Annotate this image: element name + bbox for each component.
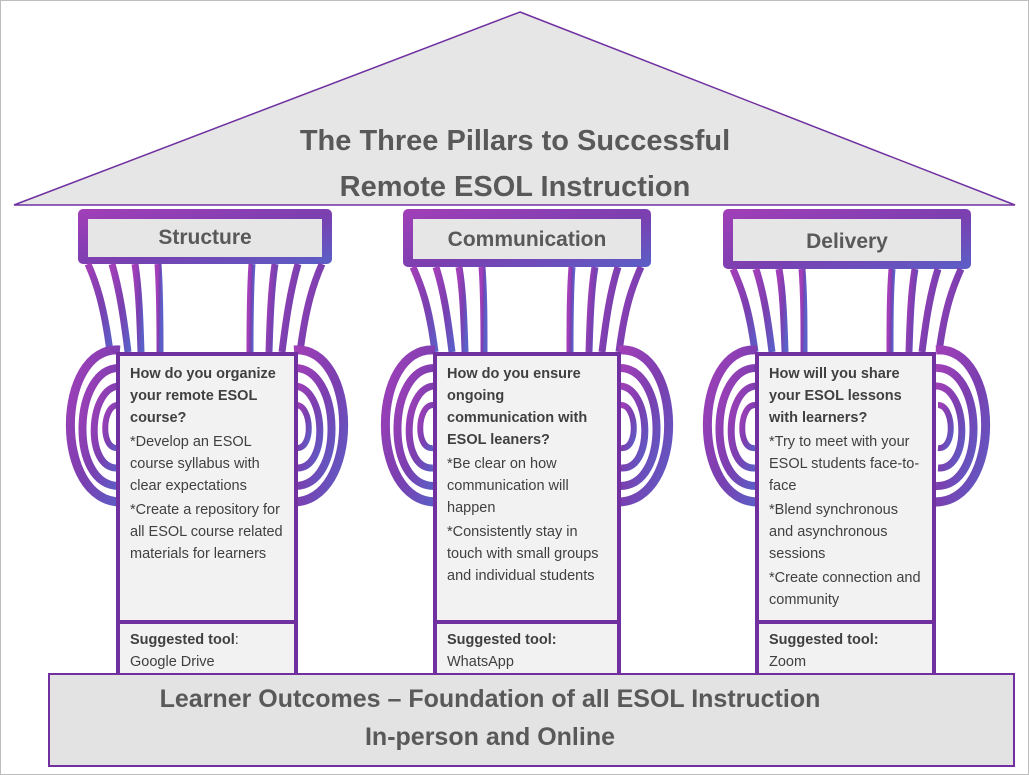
pillar-communication-content: How do you ensure ongoing communication …	[437, 356, 617, 620]
pillar-communication-box: How do you ensure ongoing communication …	[433, 352, 621, 680]
pillar-structure-label: Structure	[158, 226, 252, 249]
pillar-delivery-tool: Suggested tool: Zoom	[759, 620, 932, 673]
pillar-structure-column	[65, 209, 349, 507]
foundation-line-1: Learner Outcomes – Foundation of all ESO…	[159, 685, 821, 713]
pillar-communication-item: *Consistently stay in touch with small g…	[447, 524, 599, 584]
foundation-base: Learner Outcomes – Foundation of all ESO…	[48, 673, 1015, 767]
pillar-structure-question: How do you organize your remote ESOL cou…	[130, 366, 276, 426]
suggested-tool-name: Zoom	[769, 654, 807, 670]
pillar-delivery-box: How will you share your ESOL lessons wit…	[755, 352, 936, 680]
pillar-structure-tool: Suggested tool: Google Drive	[120, 620, 294, 673]
pillar-structure-content: How do you organize your remote ESOL cou…	[120, 356, 294, 620]
suggested-tool-label: Suggested tool:	[447, 632, 557, 648]
pillar-structure-box: How do you organize your remote ESOL cou…	[116, 352, 298, 684]
pillar-delivery-question: How will you share your ESOL lessons wit…	[769, 366, 902, 426]
pillar-communication-question: How do you ensure ongoing communication …	[447, 366, 588, 448]
title-line-1: The Three Pillars to Successful	[299, 125, 731, 157]
pillar-delivery-item: *Blend synchronous and asynchronous sess…	[769, 502, 898, 562]
suggested-tool-suffix: :	[234, 632, 239, 648]
pillar-structure-item: *Develop an ESOL course syllabus with cl…	[130, 434, 260, 494]
pillar-delivery-item: *Try to meet with your ESOL students fac…	[769, 434, 920, 494]
pillar-structure-item: *Create a repository for all ESOL course…	[130, 502, 283, 562]
pillar-delivery-item: *Create connection and community	[769, 570, 921, 608]
title-line-2: Remote ESOL Instruction	[339, 171, 691, 203]
pillar-communication-tool: Suggested tool: WhatsApp	[437, 620, 617, 673]
pillar-communication-item: *Be clear on how communication will happ…	[447, 456, 569, 516]
suggested-tool-label: Suggested tool	[130, 632, 235, 648]
pillar-delivery-content: How will you share your ESOL lessons wit…	[759, 356, 932, 620]
suggested-tool-label: Suggested tool:	[769, 632, 879, 648]
foundation-line-2: In-person and Online	[364, 723, 615, 751]
pillar-communication-column	[380, 209, 674, 507]
roof-pediment	[13, 11, 1016, 206]
suggested-tool-name: WhatsApp	[447, 654, 514, 670]
diagram-title: The Three Pillars to Successful Remote E…	[170, 118, 860, 210]
pillar-delivery-label: Delivery	[806, 230, 888, 253]
suggested-tool-name: Google Drive	[130, 654, 215, 670]
pillar-communication-label: Communication	[447, 228, 607, 251]
pillar-delivery-column	[702, 209, 991, 507]
